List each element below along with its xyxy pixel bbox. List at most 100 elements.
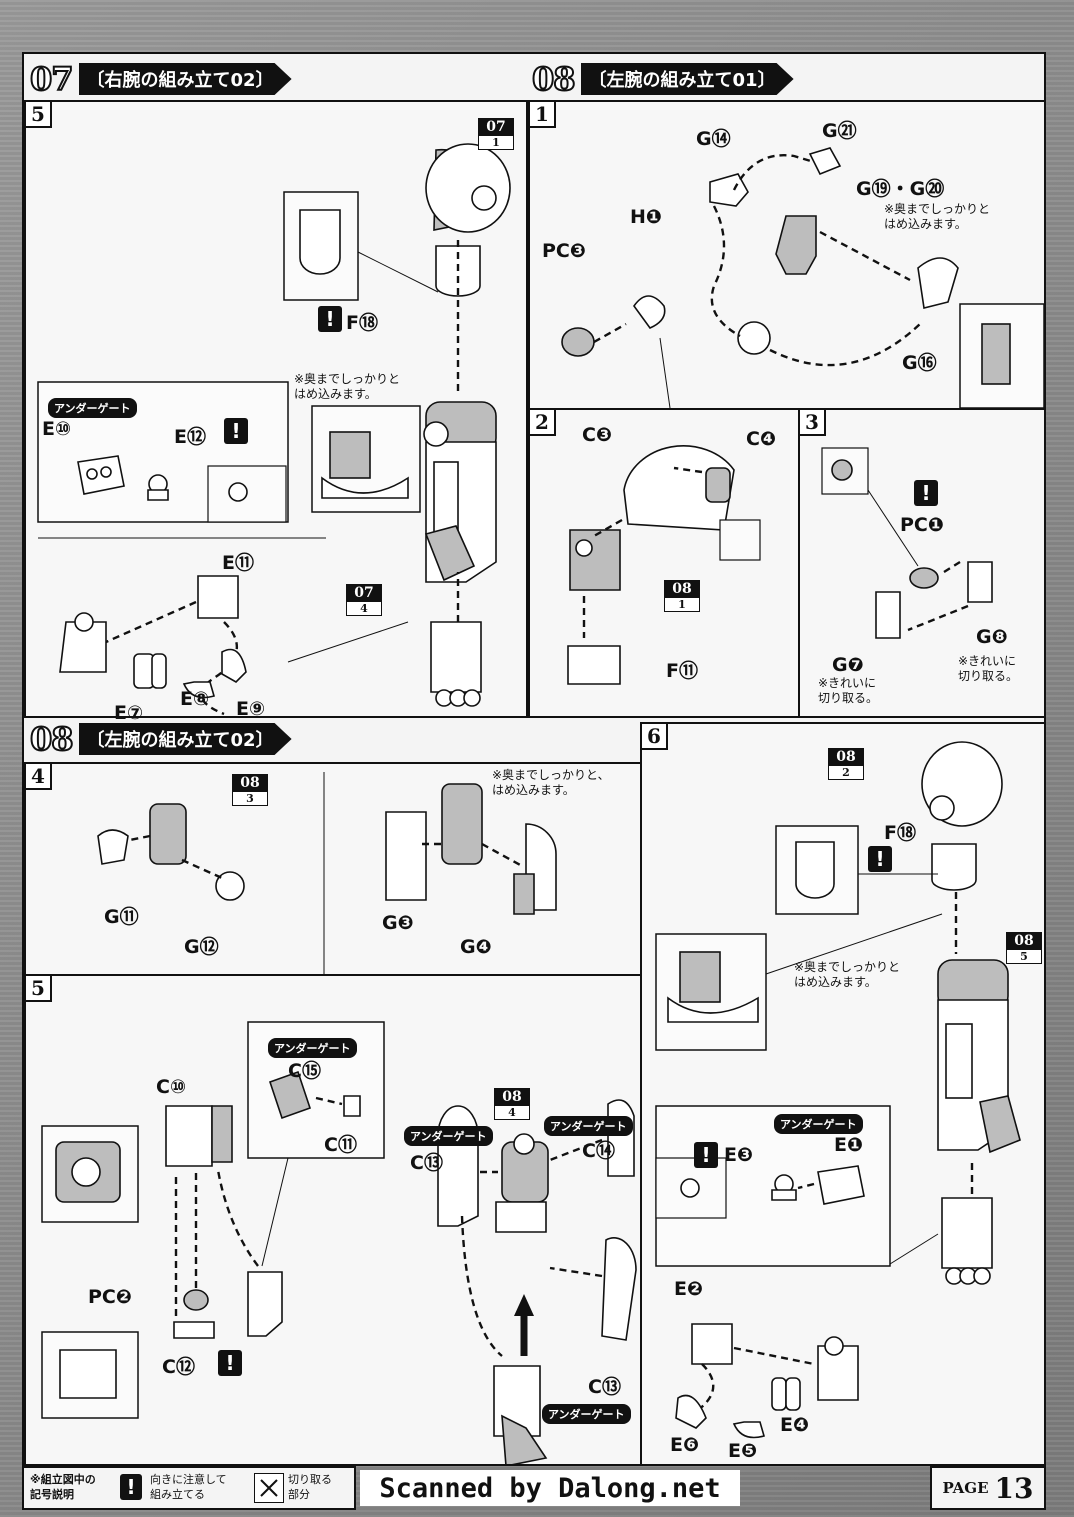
step-08-3-art	[821, 447, 993, 639]
joint-ball	[471, 185, 497, 211]
hand-frame-e11	[197, 575, 239, 619]
note-left: ※きれいに 切り取る。	[818, 676, 879, 705]
step-08-2-art	[567, 445, 761, 685]
under-gate-badge: アンダーゲート	[542, 1404, 631, 1424]
part-label-pc1: PC❶	[900, 514, 944, 536]
shoulder-armor	[425, 143, 511, 233]
under-gate-badge: アンダーゲート	[774, 1114, 863, 1134]
note-text: ※奥までしっかりと はめ込みます。	[294, 372, 401, 401]
part-label-e3: E❸	[724, 1144, 754, 1166]
legend-title: ※組立図中の 記号説明	[30, 1473, 96, 1501]
part-label-g14: G⑭	[696, 128, 731, 150]
part-label-f18: F⑱	[346, 312, 378, 334]
step-number: 4	[26, 764, 52, 790]
step-08-1-art	[561, 147, 1044, 408]
section-title: 〔左腕の組み立て01〕	[580, 63, 794, 95]
symbol-legend: ※組立図中の 記号説明 ! 向きに注意して 組み立てる 切り取る 部分	[22, 1466, 356, 1510]
arm-panel	[433, 461, 459, 533]
page-label: PAGE	[942, 1479, 989, 1497]
section-title: 〔右腕の組み立て02〕	[78, 63, 292, 95]
under-gate-badge: アンダーゲート	[544, 1116, 633, 1136]
part-label-c4: C❹	[746, 428, 777, 450]
warning-icon: !	[694, 1142, 718, 1168]
part-label-g3: G❸	[382, 912, 414, 934]
step-number: 2	[530, 410, 556, 436]
section-title: 〔左腕の組み立て02〕	[78, 723, 292, 755]
part-label-f18: F⑱	[884, 822, 916, 844]
step-number: 6	[642, 724, 668, 750]
part-label-c11: C⑪	[324, 1134, 357, 1156]
part-label-e7: E⑦	[114, 702, 144, 724]
part-label-g16: G⑯	[902, 352, 937, 374]
part-label-g7: G❼	[832, 654, 864, 676]
warning-icon: !	[914, 480, 938, 506]
step-08-5-art	[41, 1021, 637, 1464]
elbow-ball	[423, 421, 449, 447]
section-header-07: 07 〔右腕の組み立て02〕	[29, 59, 292, 99]
part-label-g11: G⑪	[104, 906, 139, 928]
step-number: 5	[26, 976, 52, 1002]
part-label-g19-g20: G⑲・G⑳	[856, 178, 945, 200]
warning-icon: !	[120, 1474, 142, 1500]
part-label-e11: E⑪	[222, 552, 254, 574]
step-08-6-panel: 6	[640, 722, 1046, 1466]
under-gate-badge: アンダーゲート	[404, 1126, 493, 1146]
warning-icon: !	[218, 1350, 242, 1376]
section-number: 08	[531, 59, 576, 99]
part-label-c12: C⑫	[162, 1356, 195, 1378]
scan-credit: Scanned by Dalong.net	[360, 1470, 740, 1506]
part-label-e10: E⑩	[42, 418, 72, 440]
part-label-g12: G⑫	[184, 936, 219, 958]
page-number-box: PAGE 13	[930, 1466, 1046, 1510]
part-label-c13b: C⑬	[588, 1376, 621, 1398]
step-number: 5	[26, 102, 52, 128]
assembly-arrow	[199, 621, 239, 716]
assembly-arrow	[105, 600, 197, 644]
section-header-08a: 08 〔左腕の組み立て01〕	[531, 59, 794, 99]
part-label-c10: C⑩	[156, 1076, 187, 1098]
step-07-5-art	[37, 143, 511, 716]
step-08-5-panel: 5	[24, 974, 642, 1466]
step-08-1-panel: 1 G⑭ G㉑ G⑲・G⑳ ※奥までしっかりと はめ込みます。 H❶ PC❸ G…	[528, 100, 1046, 410]
step-08-6-art	[655, 741, 1021, 1439]
part-label-g4: G❹	[460, 936, 492, 958]
part-label-e12: E⑫	[174, 426, 206, 448]
part-label-e9: E⑨	[236, 698, 266, 720]
cut-icon	[254, 1473, 284, 1503]
part-label-e6: E❻	[670, 1434, 700, 1456]
step-number: 3	[800, 410, 826, 436]
warning-icon: !	[224, 418, 248, 444]
part-label-c3: C❸	[582, 424, 613, 446]
part-label-g21: G㉑	[822, 120, 857, 142]
note-right: ※きれいに 切り取る。	[958, 654, 1019, 683]
part-label-g8: G❽	[976, 626, 1008, 648]
note-text: ※奥までしっかりと はめ込みます。	[884, 202, 991, 231]
part-label-e4: E❹	[780, 1414, 810, 1436]
hand-part	[430, 621, 482, 693]
note-text: ※奥までしっかりと、 はめ込みます。	[492, 768, 610, 797]
section-number: 07	[29, 59, 74, 99]
step-08-4-art	[97, 772, 557, 974]
step-08-3-panel: 3 ! PC❶ G❽ G❼ ※きれいに 切り取る。 ※きれいに 切り取る。	[798, 408, 1046, 718]
part-label-c15: C⑮	[288, 1060, 321, 1082]
instruction-sheet: 07 〔右腕の組み立て02〕 5	[22, 52, 1046, 1466]
step-number: 1	[530, 102, 556, 128]
page-number: 13	[994, 1471, 1034, 1505]
section-header-08b: 08 〔左腕の組み立て02〕	[29, 719, 292, 759]
part-label-c13: C⑬	[410, 1152, 443, 1174]
part-label-pc2: PC❷	[88, 1286, 132, 1308]
warning-icon: !	[318, 306, 342, 332]
part-label-f11: F⑪	[666, 660, 698, 682]
arm-lower-armor	[424, 525, 476, 582]
part-label-e1: E❶	[834, 1134, 864, 1156]
part-label-pc3: PC❸	[542, 240, 586, 262]
